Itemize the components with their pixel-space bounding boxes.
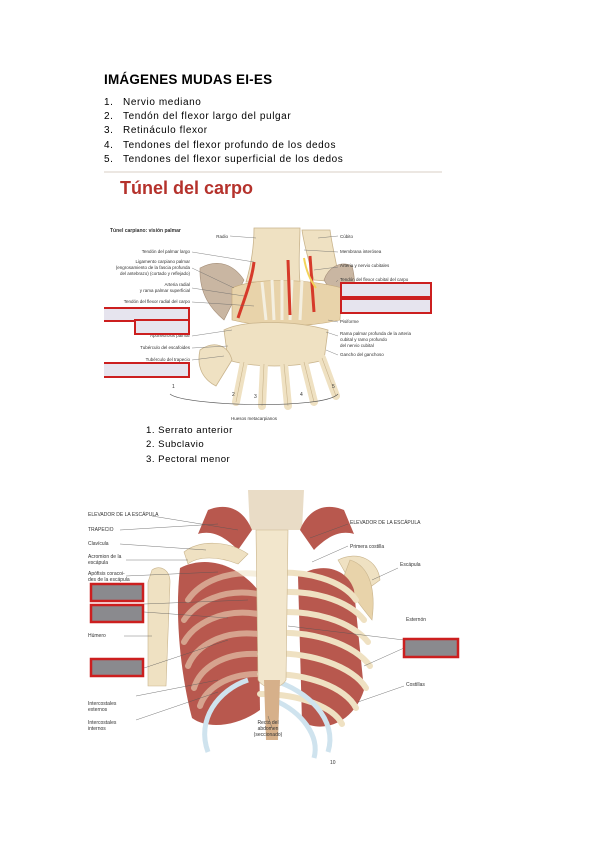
- label-flexor-radial: Tendón del flexor radial del carpo: [124, 299, 191, 304]
- digit-number: 3: [254, 394, 257, 400]
- label-metacarpianos: Huesos metacarpianos: [231, 416, 278, 421]
- list-item: 3.Retináculo flexor: [104, 125, 208, 137]
- answer-box: [89, 582, 145, 603]
- page-title: IMÁGENES MUDAS EI-ES: [104, 72, 273, 87]
- answer-box: [134, 319, 190, 335]
- label-palmar-largo: Tendón del palmar largo: [142, 249, 191, 254]
- wrist-illustration: [169, 227, 355, 410]
- label-membrana: Membrana interósea: [340, 249, 382, 254]
- list-item: 1. Serrato anterior: [146, 425, 233, 436]
- label-trapecio: Tubérculo del trapecio: [146, 357, 191, 362]
- list-item: 5.Tendones del flexor superficial de los…: [104, 153, 344, 165]
- label-cubito: Cúbito: [340, 234, 354, 239]
- label-costillas: Costillas: [406, 682, 425, 688]
- label-recto-3: (seccionado): [254, 732, 283, 738]
- label-rama-palmar-3: del nervio cubital: [340, 343, 374, 348]
- label-acromion-1: Acromion de la: [88, 554, 122, 560]
- list-item: 1.Nervio mediano: [104, 97, 202, 108]
- label-int-externos-1: Intercostales: [88, 701, 117, 707]
- label-int-internos-2: internos: [88, 726, 106, 732]
- label-arteria-cubital: Arteria y nervio cubitales: [340, 263, 390, 268]
- thorax-figure: ELEVADOR DE LA ESCÁPULA TRAPECIO Clavícu…: [88, 490, 460, 766]
- digit-number: 2: [232, 392, 235, 398]
- label-arteria-radial-2: y rama palmar superficial: [140, 288, 190, 293]
- carpal-answer-list: 1.Nervio mediano 2.Tendón del flexor lar…: [104, 96, 343, 167]
- label-pisiforme: Pisiforme: [340, 319, 359, 324]
- figure-header: Túnel del carpo: [120, 178, 253, 198]
- answer-box: [89, 657, 145, 678]
- label-int-internos-1: Intercostales: [88, 720, 117, 726]
- label-ligamento-3: del antebrazo) (cortado y reflejado): [120, 271, 191, 276]
- label-recto-2: abdomen: [258, 726, 279, 732]
- rib-number: 10: [330, 760, 336, 766]
- label-int-externos-2: externos: [88, 707, 108, 713]
- label-radio: Radio: [216, 234, 228, 239]
- label-aponeurosis: Aponeurosis palmar: [150, 333, 191, 338]
- list-item: 2.Tendón del flexor largo del pulgar: [104, 111, 292, 123]
- answer-box: [340, 282, 432, 298]
- label-ligamento-2: (engrosamiento de la fascia profunda: [116, 265, 191, 270]
- answer-box: [104, 362, 190, 378]
- label-escafoides: Tubérculo del escafoides: [140, 345, 191, 350]
- list-item: 3. Pectoral menor: [146, 453, 231, 465]
- label-gancho: Gancho del ganchoso: [340, 352, 384, 357]
- digit-number: 5: [332, 384, 335, 390]
- label-rama-palmar-2: cubital y ramo profundo: [340, 337, 388, 342]
- label-trapecio: TRAPECIO: [88, 527, 114, 533]
- label-humero: Húmero: [88, 633, 106, 639]
- label-recto-1: Recto del: [257, 720, 278, 726]
- label-ligamento-1: Ligamento carpiano palmar: [135, 259, 190, 264]
- label-escapula: Escápula: [400, 562, 421, 568]
- carpal-tunnel-figure: Túnel del carpo Túnel carpiano: visión p…: [104, 171, 442, 421]
- list-item: 4.Tendones del flexor profundo de los de…: [104, 139, 337, 151]
- label-arteria-radial-1: Arteria radial: [164, 282, 190, 287]
- list-item: 2. Subclavio: [146, 439, 205, 451]
- answer-box: [89, 603, 145, 624]
- label-flexor-cubital: Tendón del flexor cubital del carpo: [340, 277, 409, 282]
- label-clavicula: Clavícula: [88, 541, 109, 547]
- label-elevador-der: ELEVADOR DE LA ESCÁPULA: [350, 519, 421, 526]
- thorax-illustration: [147, 490, 381, 759]
- label-rama-palmar-1: Rama palmar profunda de la arteria: [340, 331, 412, 336]
- label-coracoides-2: des de la escápula: [88, 577, 130, 583]
- figure-subtitle: Túnel carpiano: visión palmar: [110, 228, 181, 234]
- digit-number: 1: [172, 384, 175, 390]
- thorax-answer-list: 1. Serrato anterior 2. Subclavio 3. Pect…: [146, 424, 233, 467]
- label-acromion-2: escápula: [88, 560, 108, 566]
- answer-box: [340, 298, 432, 314]
- digit-number: 4: [300, 392, 303, 398]
- label-primera-costilla: Primera costilla: [350, 544, 384, 550]
- label-coracoides-1: Apófisis coracoi-: [88, 571, 125, 577]
- label-elevador-izq: ELEVADOR DE LA ESCÁPULA: [88, 511, 159, 518]
- answer-box: [402, 637, 460, 659]
- label-esternon: Esternón: [406, 617, 426, 623]
